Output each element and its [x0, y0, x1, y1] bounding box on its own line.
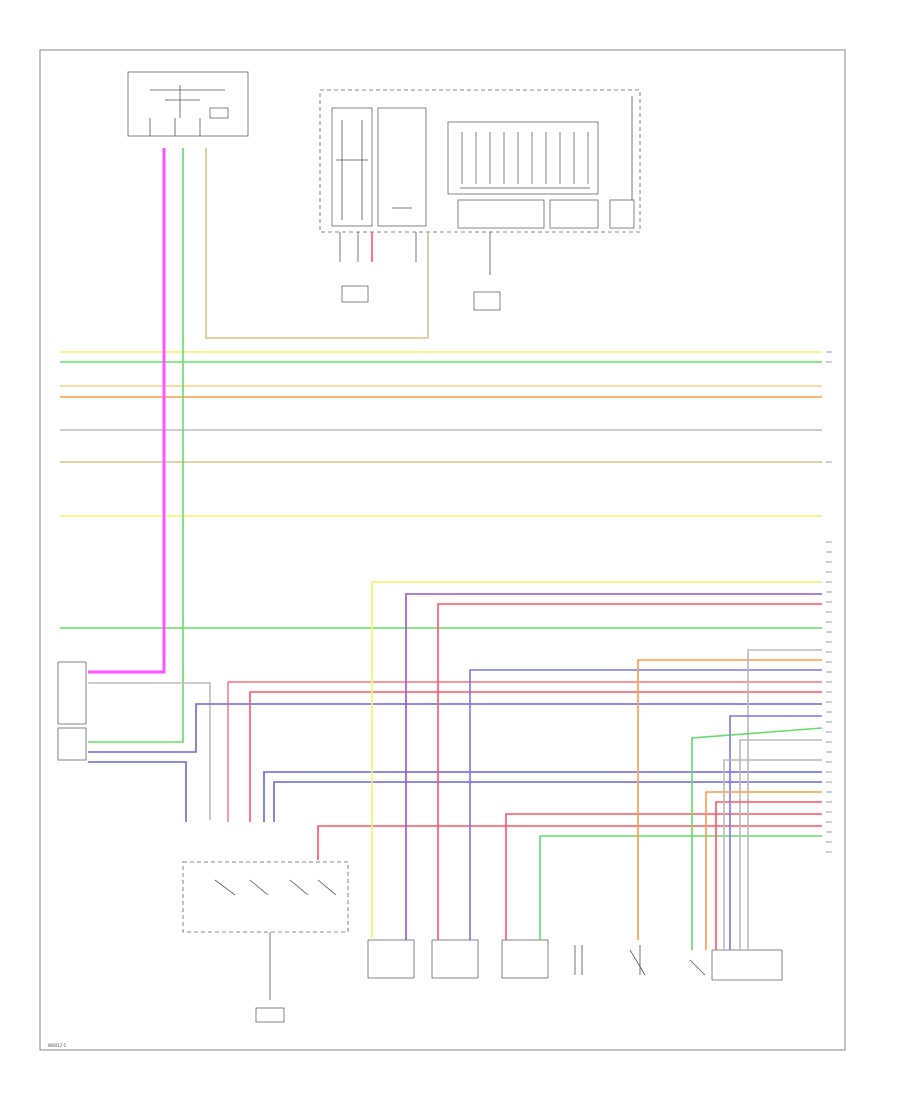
wires: [60, 148, 832, 950]
bottom-solenoid-modules: [367, 939, 783, 981]
blue-wire-b: [88, 761, 187, 822]
green-drop: [539, 835, 822, 940]
purple-drop: [405, 593, 822, 940]
green-drop-2: [691, 727, 823, 950]
yellow-drop: [371, 581, 822, 940]
tan-wire: [205, 148, 429, 339]
bottom-left-switch-component: [182, 861, 349, 1023]
blue-drop-2: [729, 715, 822, 950]
blue-wire-d: [273, 781, 822, 822]
red-wire-a: [249, 691, 822, 822]
orange-drop: [637, 659, 822, 940]
orange-drop-2: [705, 791, 822, 950]
pink-wire-b: [227, 681, 822, 822]
blue-wire-c: [263, 771, 822, 822]
module-pins: [461, 132, 589, 184]
left-connector: [57, 661, 87, 761]
green-wire: [88, 148, 184, 743]
gray-drop-3: [723, 759, 822, 950]
red-drop-2: [715, 801, 822, 950]
red-drop: [505, 813, 822, 940]
red-wire-b: [317, 825, 822, 860]
gray-drop-2: [739, 739, 822, 950]
pink-wire: [88, 148, 166, 674]
top-center-control-module: [319, 89, 641, 311]
top-left-component: [127, 71, 249, 137]
blue-drop: [469, 669, 822, 940]
diagram-frame: [39, 49, 846, 1051]
blue-wire-a: [88, 703, 822, 753]
gray-wire: [88, 682, 211, 820]
pink-drop: [437, 603, 822, 940]
gray-drop-1: [747, 649, 822, 950]
page-code: W0017-1: [48, 1043, 67, 1048]
